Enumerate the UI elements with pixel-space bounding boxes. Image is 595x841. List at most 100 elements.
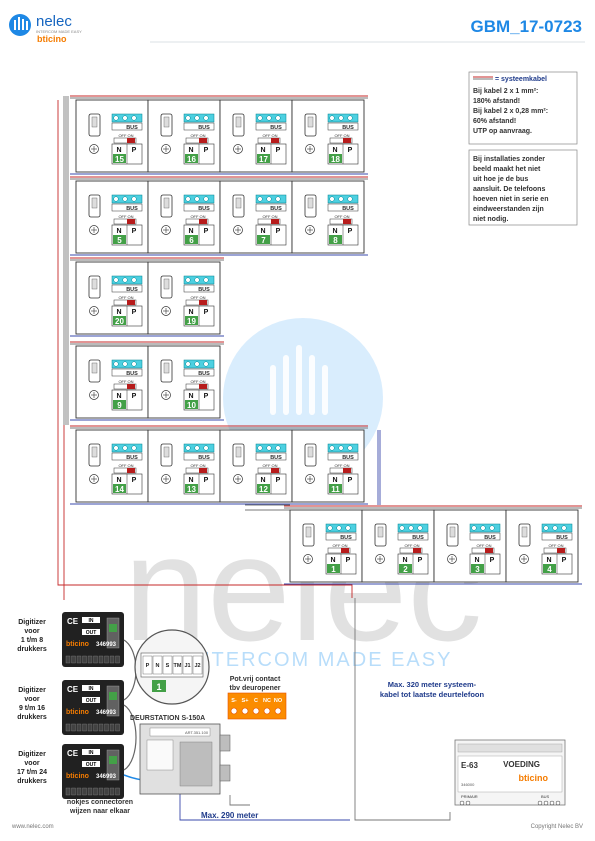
zoom-terminal-label: J1 bbox=[184, 663, 190, 669]
switch-icon bbox=[327, 547, 351, 554]
terminal-screw-icon bbox=[122, 115, 128, 121]
zoom-terminal-label: N bbox=[156, 663, 160, 669]
pin-icon bbox=[87, 787, 93, 796]
in-box bbox=[82, 617, 100, 623]
phone-number: 14 bbox=[115, 485, 124, 494]
relay-terminal-label: NC bbox=[263, 698, 271, 704]
zoom-terminal bbox=[162, 655, 173, 675]
door-cable bbox=[229, 795, 250, 806]
pin-icon bbox=[93, 787, 98, 796]
bus-label: BUS bbox=[270, 206, 282, 212]
digitizer-label-2: voor bbox=[24, 760, 39, 767]
power-supply: E-63 VOEDING bticino 346000 PRIMAIR BUS bbox=[454, 739, 566, 806]
phone-number: 6 bbox=[189, 236, 194, 245]
doorstation-model: ART.351.100 bbox=[185, 730, 209, 735]
zoom-terminal-label: TM bbox=[174, 663, 182, 669]
note-box: Bij installaties zonder beeld maakt het … bbox=[468, 149, 578, 226]
n-label: N bbox=[116, 147, 121, 154]
p-label: P bbox=[418, 557, 423, 564]
p-label: P bbox=[490, 557, 495, 564]
in-label: IN bbox=[89, 750, 94, 756]
phone-number-badge bbox=[113, 484, 126, 493]
terminal-screw-icon bbox=[185, 196, 191, 202]
terminal-screw-icon bbox=[113, 196, 119, 202]
terminal-screw-icon bbox=[345, 525, 351, 531]
terminal-screw-icon bbox=[329, 445, 335, 451]
terminal-screw-icon bbox=[185, 361, 191, 367]
switch-icon bbox=[185, 299, 209, 306]
ce-mark: CE bbox=[67, 685, 79, 694]
socket-icon bbox=[161, 225, 171, 235]
switch-icon bbox=[113, 467, 137, 474]
terminal-screw-icon bbox=[338, 196, 344, 202]
phone-number-badge bbox=[543, 564, 556, 573]
p-label: P bbox=[132, 393, 137, 400]
handset-icon bbox=[88, 443, 101, 467]
p-label: P bbox=[276, 147, 281, 154]
switch-label: OFF ON bbox=[190, 295, 205, 300]
phone-number-badge bbox=[257, 235, 270, 244]
terminal-screw-icon bbox=[338, 115, 344, 121]
pin-icon bbox=[104, 787, 109, 796]
terminal-screw-icon bbox=[257, 115, 263, 121]
phone-number-badge bbox=[257, 154, 270, 163]
pin-icon bbox=[115, 723, 120, 732]
switch-label: OFF ON bbox=[118, 295, 133, 300]
bus-label: BUS bbox=[270, 455, 282, 461]
trunk-cable bbox=[57, 100, 353, 600]
n-label: N bbox=[260, 228, 265, 235]
bus-label-box bbox=[183, 284, 215, 293]
pin-icon bbox=[87, 723, 93, 732]
out-box bbox=[82, 629, 100, 635]
terminal-screw-icon bbox=[131, 277, 137, 283]
switch-icon bbox=[185, 383, 209, 390]
phone-number-badge bbox=[329, 484, 342, 493]
legend-line-5: 60% afstand! bbox=[473, 118, 516, 125]
terminal-screw-icon bbox=[185, 445, 191, 451]
pin-icon bbox=[82, 655, 87, 664]
switch-label: OFF ON bbox=[118, 214, 133, 219]
switch-label: OFF ON bbox=[118, 133, 133, 138]
digitizer-label-1: Digitizer bbox=[18, 619, 46, 626]
psu-screw-icon bbox=[543, 800, 549, 806]
terminal-screw-icon bbox=[203, 115, 209, 121]
terminal-screw-icon bbox=[131, 196, 137, 202]
socket-icon bbox=[89, 306, 99, 316]
pin-icon bbox=[82, 723, 87, 732]
digitizer-model: 346993 bbox=[96, 710, 117, 716]
bus-label: BUS bbox=[126, 206, 138, 212]
switch-icon bbox=[329, 467, 353, 474]
phone-number-badge bbox=[113, 235, 126, 244]
p-label: P bbox=[276, 477, 281, 484]
digitizer-brand: bticino bbox=[66, 641, 89, 648]
switch-knob-icon bbox=[271, 219, 279, 224]
switch-icon bbox=[399, 547, 423, 554]
p-label: P bbox=[346, 557, 351, 564]
p-label: P bbox=[204, 147, 209, 154]
n-label: N bbox=[474, 557, 479, 564]
socket-icon bbox=[89, 225, 99, 235]
switch-icon bbox=[113, 137, 137, 144]
bus-label-box bbox=[111, 203, 143, 212]
bus-label-box bbox=[255, 122, 287, 131]
terminal-screw-icon bbox=[203, 361, 209, 367]
terminal-screw-icon bbox=[471, 525, 477, 531]
trunk-cable bbox=[63, 96, 69, 425]
n-label: N bbox=[332, 147, 337, 154]
in-box bbox=[82, 685, 100, 691]
bus-label-box bbox=[327, 122, 359, 131]
terminal-screw-icon bbox=[266, 115, 272, 121]
note-line-6: eindweerstanden zijn bbox=[473, 206, 544, 213]
switch-icon bbox=[113, 218, 137, 225]
zoom-terminal-label: P bbox=[146, 663, 150, 669]
pin-icon bbox=[82, 787, 87, 796]
legend-line-2: Bij kabel 2 x 1 mm²: bbox=[473, 88, 538, 95]
link-cable bbox=[377, 430, 381, 505]
socket-icon bbox=[161, 306, 171, 316]
bus-label-box bbox=[327, 452, 359, 461]
